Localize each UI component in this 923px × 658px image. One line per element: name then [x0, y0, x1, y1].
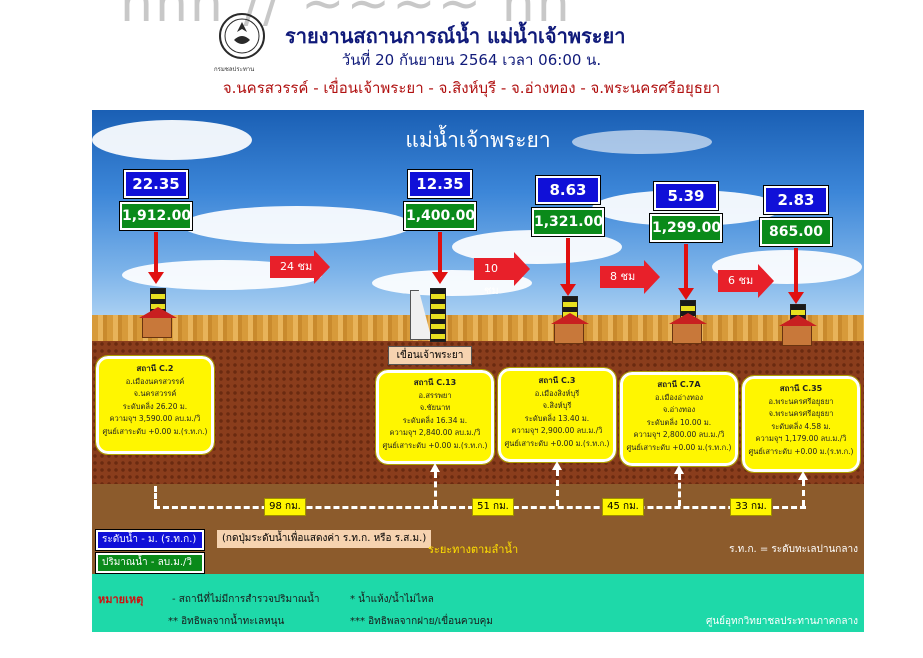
water-flow-c2: 1,912.00 — [119, 201, 193, 231]
arrow-down-icon — [432, 232, 448, 284]
house-icon — [779, 315, 817, 346]
station-bank-level: ระดับตลิ่ง 16.34 ม. — [402, 415, 468, 425]
station-bank-level: ระดับตลิ่ง 26.20 ม. — [122, 401, 188, 411]
station-datum: ศูนย์เสาระดับ +0.00 ม.(ร.ท.ก.) — [626, 442, 732, 452]
distance-label: 33 กม. — [730, 498, 772, 516]
legend-footer: หมายเหตุ - สถานีที่ไม่มีการสำรวจปริมาณน้… — [92, 574, 864, 632]
station-card-c3: สถานี C.3 อ.เมืองสิงห์บุรี จ.สิงห์บุรี ร… — [497, 367, 617, 463]
arrow-down-icon — [678, 244, 694, 300]
station-card-c7a: สถานี C.7A อ.เมืองอ่างทอง จ.อ่างทอง ระดั… — [619, 371, 739, 467]
top-partial-text: nnn // ~~~~ nn — [120, 0, 572, 34]
legend-level-button[interactable]: ระดับน้ำ - ม. (ร.ท.ก.) — [95, 529, 205, 551]
footer-org: ศูนย์อุทกวิทยาชลประทานภาคกลาง — [705, 616, 858, 627]
station-name: สถานี C.13 — [413, 378, 457, 387]
station-card-c2: สถานี C.2 อ.เมืองนครสวรรค์ จ.นครสวรรค์ ร… — [95, 355, 215, 455]
station-province: จ.นครสวรรค์ — [133, 389, 177, 398]
route-text: จ.นครสวรรค์ - เขื่อนเจ้าพระยา - จ.สิงห์บ… — [222, 79, 721, 97]
dam-label: เขื่อนเจ้าพระยา — [388, 346, 472, 365]
legend-flow: ปริมาณน้ำ - ลบ.ม./วิ — [95, 552, 205, 574]
water-level-c3[interactable]: 8.63 — [535, 175, 601, 205]
water-level-c7a[interactable]: 5.39 — [653, 181, 719, 211]
river-bank — [92, 315, 864, 341]
station-district: อ.พระนครศรีอยุธยา — [768, 396, 834, 406]
station-bank-level: ระดับตลิ่ง 10.00 ม. — [646, 417, 712, 427]
water-level-c2[interactable]: 22.35 — [123, 169, 189, 199]
travel-time-3: 8 ชม — [600, 260, 660, 294]
station-province: จ.อ่างทอง — [662, 405, 696, 414]
page-title: รายงานสถานการณ์น้ำ แม่น้ำเจ้าพระยา — [285, 24, 626, 48]
arrow-right-icon: 24 ชม — [280, 260, 313, 273]
water-flow-c35: 865.00 — [759, 217, 833, 247]
station-capacity: ความจุฯ 2,800.00 ลบ.ม./วิ — [633, 430, 725, 439]
flow-path — [798, 471, 808, 506]
flow-path — [552, 461, 562, 506]
arrow-down-icon — [560, 238, 576, 296]
station-name: สถานี C.35 — [779, 384, 823, 393]
travel-time-2: 10 ชม — [474, 252, 530, 297]
gauge-icon — [430, 288, 446, 342]
distance-label: 45 กม. — [602, 498, 644, 516]
distance-label: 98 กม. — [264, 498, 306, 516]
station-bank-level: ระดับตลิ่ง 4.58 ม. — [771, 421, 831, 431]
station-name: สถานี C.7A — [657, 380, 701, 389]
house-icon — [551, 313, 589, 344]
station-capacity: ความจุฯ 3,590.00 ลบ.ม./วิ — [109, 414, 201, 423]
travel-time-1: 24 ชม — [270, 250, 330, 284]
report-date: วันที่ 20 กันยายน 2564 เวลา 06:00 น. — [341, 51, 602, 69]
water-level-c13[interactable]: 12.35 — [407, 169, 473, 199]
arrow-right-icon: 8 ชม — [610, 270, 636, 283]
flow-path — [674, 465, 684, 506]
arrow-right-icon: 10 ชม — [484, 262, 499, 297]
station-card-c13: สถานี C.13 อ.สรรพยา จ.ชัยนาท ระดับตลิ่ง … — [375, 369, 495, 465]
station-bank-level: ระดับตลิ่ง 13.40 ม. — [524, 413, 590, 423]
station-datum: ศูนย์เสาระดับ +0.00 ม.(ร.ท.ก.) — [382, 440, 488, 450]
station-province: จ.พระนครศรีอยุธยา — [768, 409, 834, 418]
flow-path — [430, 463, 440, 506]
water-flow-c7a: 1,299.00 — [649, 213, 723, 243]
river-diagram: หมายเหตุ - สถานีที่ไม่มีการสำรวจปริมาณน้… — [92, 110, 864, 632]
arrow-right-icon: 6 ชม — [728, 274, 754, 287]
station-card-c35: สถานี C.35 อ.พระนครศรีอยุธยา จ.พระนครศรี… — [741, 375, 861, 473]
flow-path — [154, 486, 157, 506]
footer-note-1: - สถานีที่ไม่มีการสำรวจปริมาณน้ำ — [172, 594, 320, 605]
station-district: อ.เมืองนครสวรรค์ — [125, 376, 185, 386]
arrow-down-icon — [788, 248, 804, 304]
water-flow-c3: 1,321.00 — [531, 207, 605, 237]
footer-note-2: * น้ำแห้ง/น้ำไม่ไหล — [350, 594, 434, 605]
station-province: จ.สิงห์บุรี — [542, 401, 572, 410]
travel-time-4: 6 ชม — [718, 264, 774, 298]
footer-heading: หมายเหตุ — [98, 593, 144, 606]
water-level-c35[interactable]: 2.83 — [763, 185, 829, 215]
station-province: จ.ชัยนาท — [419, 403, 451, 412]
house-icon — [669, 313, 707, 344]
station-capacity: ความจุฯ 2,900.00 ลบ.ม./วิ — [511, 426, 603, 435]
legend-note: (กดปุ่มระดับน้ำเพื่อแสดงค่า ร.ท.ก. หรือ … — [217, 530, 432, 548]
station-district: อ.เมืองสิงห์บุรี — [534, 388, 580, 398]
arrow-down-icon — [148, 232, 164, 284]
station-datum: ศูนย์เสาระดับ +0.00 ม.(ร.ท.ก.) — [102, 426, 208, 436]
footer-note-4: *** อิทธิพลจากฝาย/เขื่อนควบคุม — [350, 616, 493, 627]
station-name: สถานี C.2 — [136, 364, 174, 373]
river-title: แม่น้ำเจ้าพระยา — [405, 128, 551, 152]
house-icon — [139, 307, 177, 338]
legend-direction: ระยะทางตามลำน้ำ — [428, 543, 519, 556]
emblem-caption: กรมชลประทาน — [214, 66, 255, 73]
station-name: สถานี C.3 — [538, 376, 576, 385]
distance-label: 51 กม. — [472, 498, 514, 516]
footer-note-3: ** อิทธิพลจากน้ำทะเลหนุน — [168, 616, 285, 627]
station-capacity: ความจุฯ 2,840.00 ลบ.ม./วิ — [389, 428, 481, 437]
station-datum: ศูนย์เสาระดับ +0.00 ม.(ร.ท.ก.) — [504, 438, 610, 448]
station-district: อ.สรรพยา — [418, 390, 452, 400]
water-flow-c13: 1,400.00 — [403, 201, 477, 231]
station-capacity: ความจุฯ 1,179.00 ลบ.ม./วิ — [755, 434, 847, 443]
station-district: อ.เมืองอ่างทอง — [654, 392, 704, 402]
station-datum: ศูนย์เสาระดับ +0.00 ม.(ร.ท.ก.) — [748, 446, 854, 456]
emblem-icon — [219, 13, 265, 67]
legend-rtg: ร.ท.ก. = ระดับทะเลปานกลาง — [729, 544, 858, 555]
